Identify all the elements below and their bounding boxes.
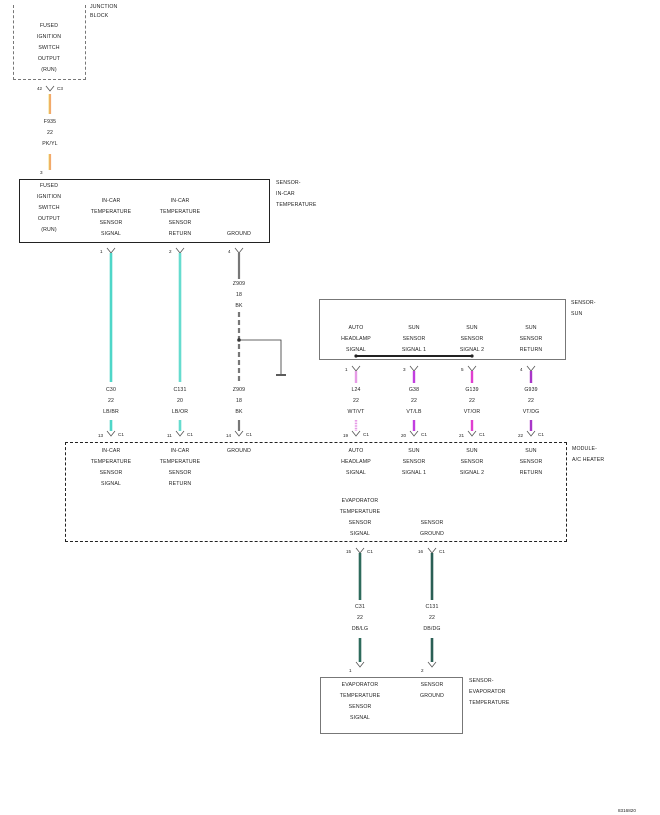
module-term-sun-return: SUN SENSOR RETURN [519,448,543,476]
module-conn-15: C1 [367,549,373,554]
wire-f935 [48,94,52,170]
sensor-in-car-pin-fused: 3 [40,170,43,175]
wire-label-c131: C131 20 LB/OR [171,387,189,415]
pin-2: 2 [169,249,172,254]
module-conn: C1 [479,432,485,437]
module-term-incar-signal: IN-CAR TEMPERATURE SENSOR SIGNAL [90,448,132,487]
module-conn-16: C1 [439,549,445,554]
wire-label-g939: G939 22 VT/DG [522,387,540,415]
module-term-sensor-ground: SENSOR GROUND [420,520,444,537]
module-pin-15: 15 [346,549,352,554]
module-ac-heater-box [65,442,567,542]
sensor-in-car-name: SENSOR- IN-CAR TEMPERATURE [276,180,317,208]
module-term-sun2: SUN SENSOR SIGNAL 2 [459,448,485,476]
sensor-sun-term-auto: AUTO HEADLAMP SIGNAL [341,325,371,353]
junction-pin: 42 [37,86,43,91]
sensor-in-car-box [19,179,270,243]
wire-label-c30: C30 22 LB/BR [103,387,119,415]
pin-4: 4 [228,249,231,254]
module-ac-heater-name: MODULE- A/C HEATER [572,446,605,463]
sensor-sun-term-signal1: SUN SENSOR SIGNAL 1 [401,325,427,353]
wire-f935-label: F935 22 PK/YL [42,119,58,147]
sensor-in-car-term-signal: IN-CAR TEMPERATURE SENSOR SIGNAL [90,198,132,237]
module-term-auto: AUTO HEADLAMP SIGNAL [341,448,371,476]
module-term-sun1: SUN SENSOR SIGNAL 1 [401,448,427,476]
sensor-sun-name: SENSOR- SUN [571,300,596,317]
sun-pin-3: 3 [403,367,406,372]
wire-label-z909: Z909 18 BK [232,387,246,415]
module-conn: C1 [363,432,369,437]
connector-chevrons [45,85,536,668]
junction-block-output: FUSED IGNITION SWITCH OUTPUT (RUN) [36,23,62,73]
wire-label-c31: C31 22 DB/LG [351,604,369,632]
sensor-evaporator-box [320,677,463,734]
module-term-incar-return: IN-CAR TEMPERATURE SENSOR RETURN [159,448,201,487]
module-conn: C1 [538,432,544,437]
module-pin-20: 20 [401,433,407,438]
wire-label-l24: L24 22 WT/VT [347,387,365,415]
module-term-evap-signal: EVAPORATOR TEMPERATURE SENSOR SIGNAL [339,498,381,537]
module-conn: C1 [187,432,193,437]
sensor-evaporator-name: SENSOR- EVAPORATOR TEMPERATURE [469,678,510,706]
wire-label-c131-bottom: C131 22 DB/DG [423,604,441,632]
figure-id: 8316820 [618,808,636,813]
sensor-in-car-term-return: IN-CAR TEMPERATURE SENSOR RETURN [159,198,201,237]
module-pin-19: 19 [343,433,349,438]
module-pin-22: 22 [518,433,524,438]
module-conn: C1 [246,432,252,437]
evap-pin-1: 1 [349,668,352,673]
sensor-sun-term-return: SUN SENSOR RETURN [519,325,543,353]
evap-pin-2: 2 [421,668,424,673]
wire-z909-top-label: Z909 18 BK [224,279,254,312]
module-pin-14: 14 [226,433,232,438]
module-pin-16: 16 [418,549,424,554]
junction-block-name: JUNCTION BLOCK [90,4,118,19]
module-term-ground: GROUND [227,448,251,454]
module-conn: C1 [421,432,427,437]
wire-label-g38: G38 22 VT/LB [406,387,422,415]
sun-pin-5: 5 [461,367,464,372]
sun-pin-4: 4 [520,367,523,372]
pin-1: 1 [100,249,103,254]
junction-connector: C3 [57,86,63,91]
sensor-evap-term-ground: SENSOR GROUND [420,682,444,699]
module-pin-13: 13 [98,433,104,438]
sensor-in-car-term-fused: FUSED IGNITION SWITCH OUTPUT (RUN) [36,183,62,233]
sensor-evap-term-signal: EVAPORATOR TEMPERATURE SENSOR SIGNAL [339,682,381,721]
sensor-sun-box [319,299,566,360]
wire-label-g139: G139 22 VT/OR [463,387,481,415]
junction-block-box [13,5,86,80]
module-conn: C1 [118,432,124,437]
sensor-in-car-term-ground: GROUND [227,231,251,237]
sensor-sun-term-signal2: SUN SENSOR SIGNAL 2 [459,325,485,353]
module-pin-11: 11 [167,433,172,438]
module-pin-21: 21 [459,433,465,438]
sun-pin-1: 1 [345,367,348,372]
